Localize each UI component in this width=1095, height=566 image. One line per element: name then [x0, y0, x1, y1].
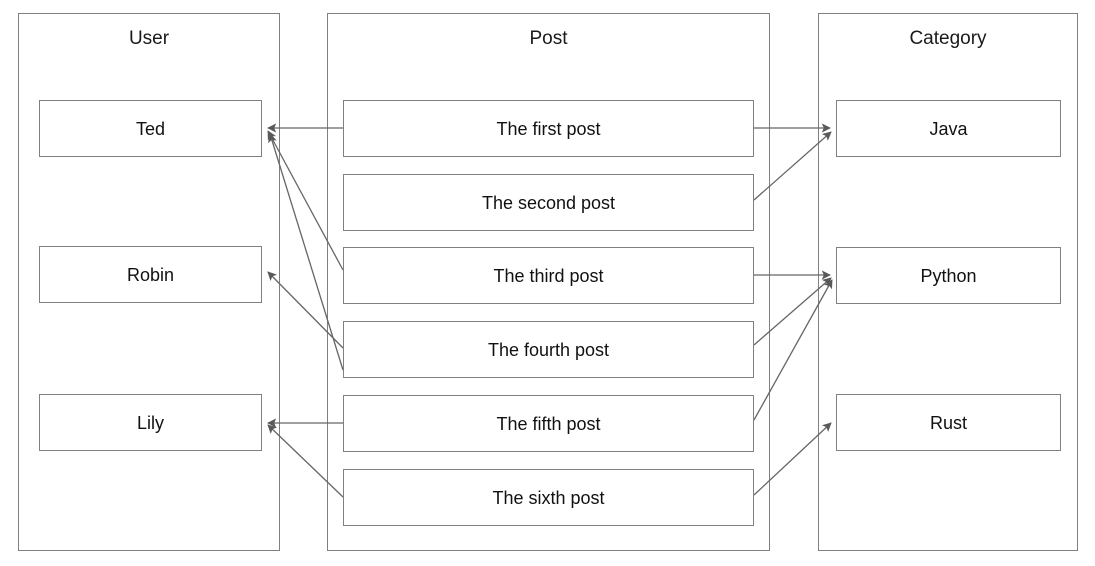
group-container-user[interactable]: User: [18, 13, 280, 551]
group-title-user: User: [128, 28, 170, 49]
node-label-post-first: The first post: [496, 118, 601, 139]
node-category-python[interactable]: Python: [836, 247, 1061, 304]
node-label-post-fifth: The fifth post: [496, 413, 601, 434]
node-category-java[interactable]: Java: [836, 100, 1061, 157]
node-post-fourth[interactable]: The fourth post: [343, 321, 754, 378]
node-user-lily[interactable]: Lily: [39, 394, 262, 451]
node-label-post-sixth: The sixth post: [492, 487, 605, 508]
node-post-first[interactable]: The first post: [343, 100, 754, 157]
node-post-fifth[interactable]: The fifth post: [343, 395, 754, 452]
edge-post5-to-python: [753, 279, 833, 421]
node-label-rust: Rust: [929, 412, 967, 433]
node-user-ted[interactable]: Ted: [39, 100, 262, 157]
node-label-post-fourth: The fourth post: [487, 339, 610, 360]
group-title-post: Post: [529, 28, 568, 49]
node-label-robin: Robin: [126, 264, 175, 285]
node-user-robin[interactable]: Robin: [39, 246, 262, 303]
edge-post4-to-python: [753, 277, 832, 346]
node-post-second[interactable]: The second post: [343, 174, 754, 231]
edge-post6-to-lily: [267, 424, 344, 498]
edge-post4-to-ted: [268, 133, 344, 371]
node-label-java: Java: [929, 118, 968, 139]
node-post-sixth[interactable]: The sixth post: [343, 469, 754, 526]
edge-post4-to-robin: [267, 271, 344, 349]
node-label-ted: Ted: [135, 118, 166, 139]
edge-post3-to-ted: [267, 130, 344, 271]
node-category-rust[interactable]: Rust: [836, 394, 1061, 451]
edge-post2-to-java: [753, 131, 832, 201]
group-container-post[interactable]: Post: [327, 13, 770, 551]
node-post-third[interactable]: The third post: [343, 247, 754, 304]
node-label-lily: Lily: [136, 412, 164, 433]
edge-post6-to-rust: [753, 422, 832, 496]
node-label-python: Python: [920, 265, 977, 286]
group-container-category[interactable]: Category: [818, 13, 1078, 551]
node-label-post-third: The third post: [493, 265, 604, 286]
group-title-category: Category: [909, 28, 987, 49]
node-label-post-second: The second post: [481, 192, 616, 213]
